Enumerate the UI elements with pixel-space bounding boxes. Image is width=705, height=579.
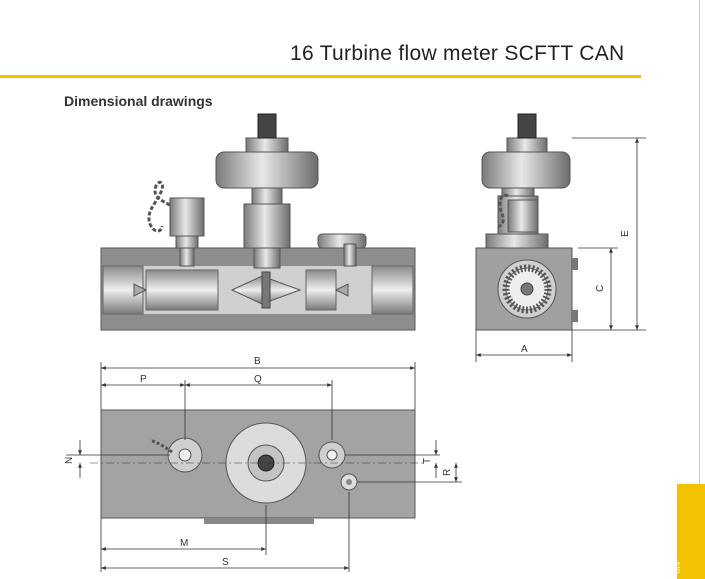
test-point-cap-top [178,448,192,462]
end-view [475,113,578,331]
end-sensor-base [485,233,549,249]
inlet-straightener [145,269,219,311]
dim-label-r: R [442,469,453,476]
pickup-sensor-stem [253,247,281,269]
pickup-sensor-hex [243,203,291,249]
rotor-hub [520,282,534,296]
dim-label-c: C [595,285,606,292]
dim-label-q: Q [254,374,262,385]
top-view [90,409,425,524]
end-connector-collar [506,137,548,153]
side-tab: ors [673,484,705,579]
outlet-cone [334,283,349,297]
end-view-lug-bottom [572,310,578,322]
page-edge-line [699,0,700,579]
dim-label-p: P [140,374,147,385]
test-point-stem [179,247,195,267]
dim-label-n: N [64,457,75,464]
dim-label-t: T [422,458,433,464]
test-point-cap [169,197,205,237]
vent-plug-stem [343,243,357,267]
electronics-housing [215,151,319,189]
end-test-point [507,199,539,233]
title-underline [0,75,641,78]
mounting-hole-center [346,479,352,485]
dim-label-a: A [521,344,528,355]
connector-collar [245,137,289,153]
chain-icon [147,180,171,233]
dim-label-e: E [620,230,631,237]
end-chain-icon [495,193,509,228]
top-view-foot [204,518,314,524]
rotor-blades-ring [502,264,552,314]
dim-label-s: S [222,557,229,568]
outlet-thread [371,265,414,315]
can-connector [257,113,277,139]
end-view-lug-top [572,258,578,270]
end-electronics-housing [481,151,571,189]
section-subtitle: Dimensional drawings [64,93,213,109]
end-neck [501,187,535,197]
dim-label-m: M [180,538,188,549]
side-section-view [100,113,416,331]
top-chain-icon [149,438,173,454]
dimension-lines [66,137,646,572]
vent-plug-center [326,449,338,461]
vent-plug [317,233,367,249]
end-can-connector [517,113,537,139]
inlet-cone [133,283,148,297]
outlet-straightener [305,269,337,311]
rotor-blades [261,271,271,309]
page-title: 16 Turbine flow meter SCFTT CAN [290,42,625,65]
sensor-neck [251,185,283,205]
dim-label-b: B [254,356,261,367]
test-point-hex [175,235,199,249]
